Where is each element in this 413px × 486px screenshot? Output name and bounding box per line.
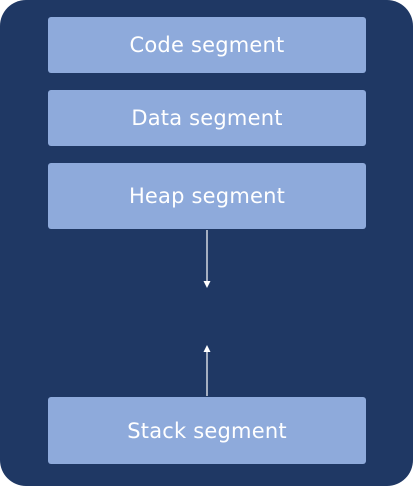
stack-segment-box: Stack segment [48, 397, 366, 464]
data-segment-box: Data segment [48, 90, 366, 146]
heap-growth-arrow [203, 230, 211, 288]
stack-growth-arrow [203, 345, 211, 396]
data-segment-label: Data segment [131, 106, 283, 130]
code-segment-label: Code segment [129, 33, 285, 57]
code-segment-box: Code segment [48, 17, 366, 73]
heap-segment-box: Heap segment [48, 163, 366, 229]
stack-segment-label: Stack segment [127, 418, 287, 443]
heap-segment-label: Heap segment [128, 184, 286, 208]
